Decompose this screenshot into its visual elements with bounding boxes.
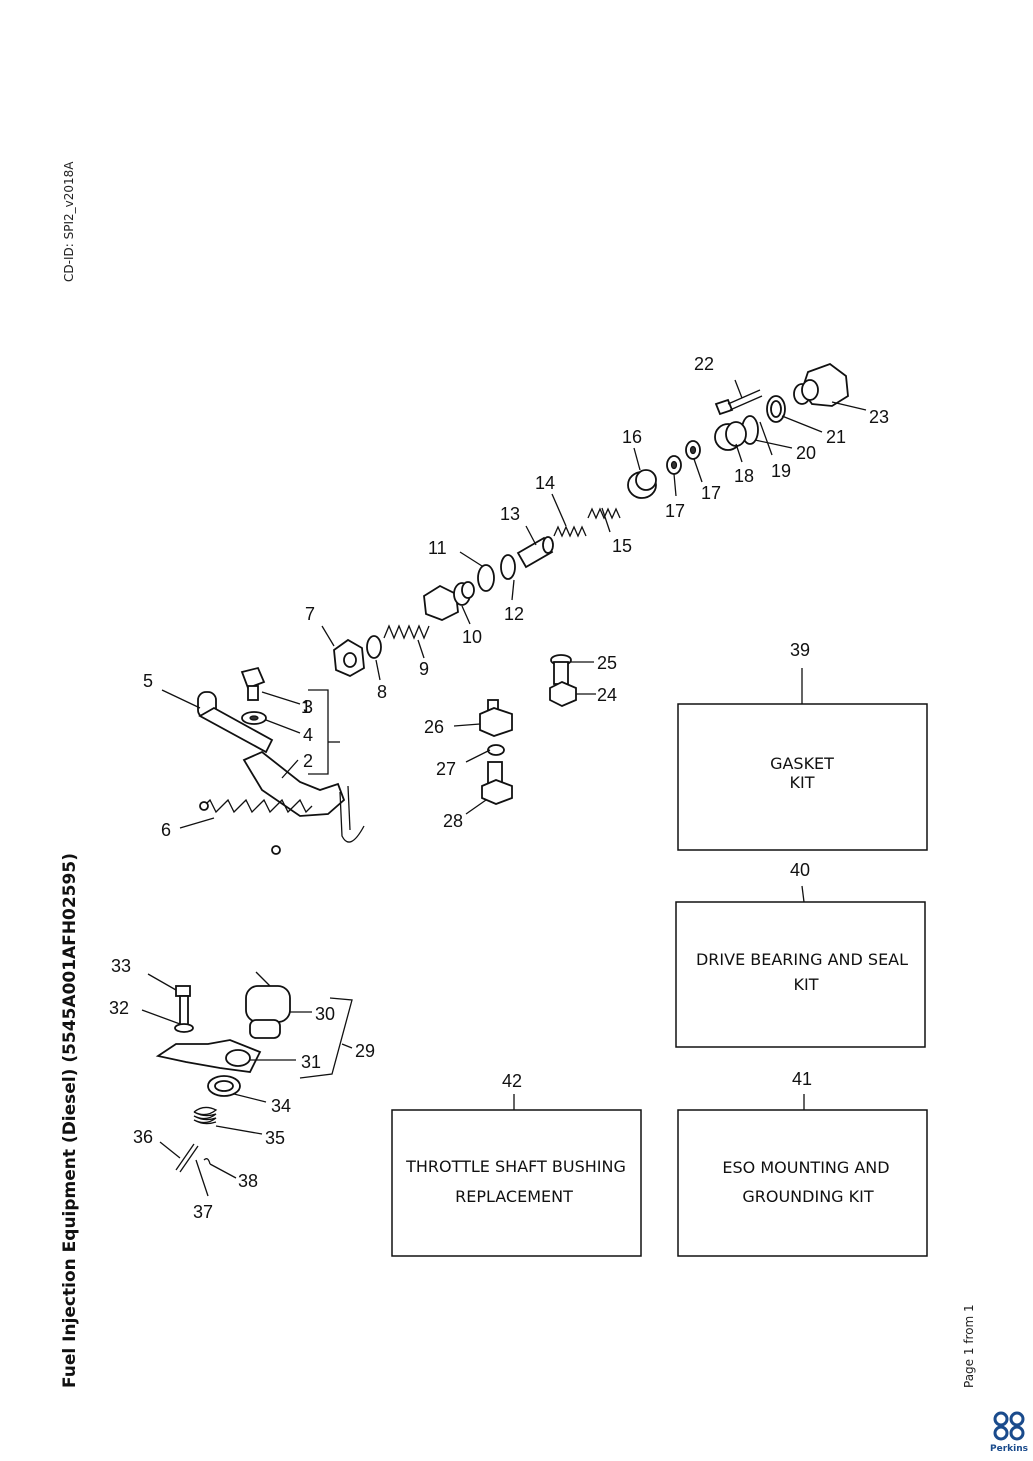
kit-label-39-line1: GASKET (770, 754, 834, 773)
callout-3: 3 (303, 697, 313, 717)
callout-10: 10 (462, 627, 482, 647)
callout-30: 30 (315, 1004, 335, 1024)
callout-24: 24 (597, 685, 617, 705)
callout-19: 19 (771, 461, 791, 481)
kit-number-41: 41 (792, 1069, 812, 1089)
perkins-logo-icon (993, 1411, 1025, 1441)
kit-label-42-line2: REPLACEMENT (455, 1187, 573, 1206)
callout-23: 23 (869, 407, 889, 427)
callout-20: 20 (796, 443, 816, 463)
callout-labels: 1 2 3 4 5 6 7 8 9 10 11 12 13 14 15 16 1… (109, 354, 889, 1222)
callout-16: 16 (622, 427, 642, 447)
perkins-logo: Perkins (988, 1410, 1030, 1454)
callout-9: 9 (419, 659, 429, 679)
callout-34: 34 (271, 1096, 291, 1116)
kit-number-39: 39 (790, 640, 810, 660)
parts-illustration (155, 362, 849, 1173)
callout-25: 25 (597, 653, 617, 673)
callout-8: 8 (377, 682, 387, 702)
callout-7: 7 (305, 604, 315, 624)
callout-18: 18 (734, 466, 754, 486)
callout-31: 31 (301, 1052, 321, 1072)
kit-label-40-line2: KIT (794, 975, 819, 994)
callout-27: 27 (436, 759, 456, 779)
kit-box-40: 40 DRIVE BEARING AND SEAL KIT (675, 860, 926, 1048)
callout-13: 13 (500, 504, 520, 524)
kit-label-40-line1: DRIVE BEARING AND SEAL (696, 950, 908, 969)
callout-4: 4 (303, 725, 313, 745)
callout-22: 22 (694, 354, 714, 374)
kit-box-42: 42 THROTTLE SHAFT BUSHING REPLACEMENT (391, 1071, 642, 1257)
kit-label-41-line2: GROUNDING KIT (742, 1187, 873, 1206)
callout-33: 33 (111, 956, 131, 976)
kit-number-40: 40 (790, 860, 810, 880)
callout-35: 35 (265, 1128, 285, 1148)
callout-12: 12 (504, 604, 524, 624)
callout-17a: 17 (665, 501, 685, 521)
callout-26: 26 (424, 717, 444, 737)
callout-1: 1 (301, 697, 311, 717)
kit-label-39-line2: KIT (790, 773, 815, 792)
callout-37: 37 (193, 1202, 213, 1222)
callout-28: 28 (443, 811, 463, 831)
kit-label-41-line1: ESO MOUNTING AND (722, 1158, 889, 1177)
kit-box-39: 39 GASKET KIT (677, 640, 928, 851)
kit-box-41: 41 ESO MOUNTING AND GROUNDING KIT (677, 1069, 928, 1257)
callout-38: 38 (238, 1171, 258, 1191)
leader-lines (141, 379, 867, 1197)
callout-32: 32 (109, 998, 129, 1018)
callout-15: 15 (612, 536, 632, 556)
callout-14: 14 (535, 473, 555, 493)
kit-label-42-line1: THROTTLE SHAFT BUSHING (405, 1157, 626, 1176)
callout-29: 29 (355, 1041, 375, 1061)
logo-wordmark: Perkins (990, 1444, 1028, 1454)
callout-11: 11 (428, 538, 447, 558)
callout-17b: 17 (701, 483, 721, 503)
callout-6: 6 (161, 820, 171, 840)
callout-2: 2 (303, 751, 313, 771)
callout-5: 5 (143, 671, 153, 691)
callout-36: 36 (133, 1127, 153, 1147)
callout-21: 21 (826, 427, 846, 447)
kit-number-42: 42 (502, 1071, 522, 1091)
